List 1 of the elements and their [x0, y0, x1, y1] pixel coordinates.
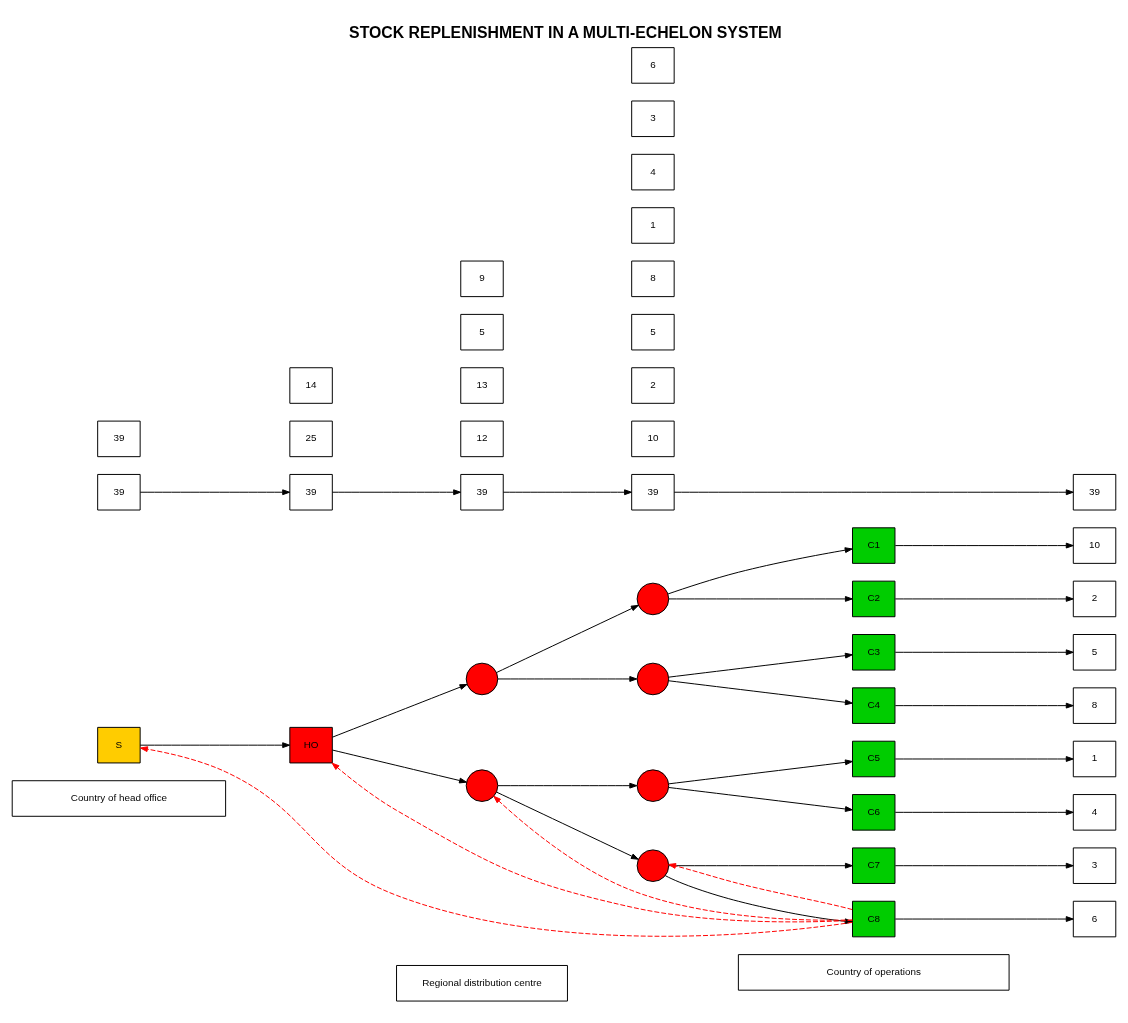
diagram-title: STOCK REPLENISHMENT IN A MULTI-ECHELON SYSTEM — [349, 23, 782, 41]
